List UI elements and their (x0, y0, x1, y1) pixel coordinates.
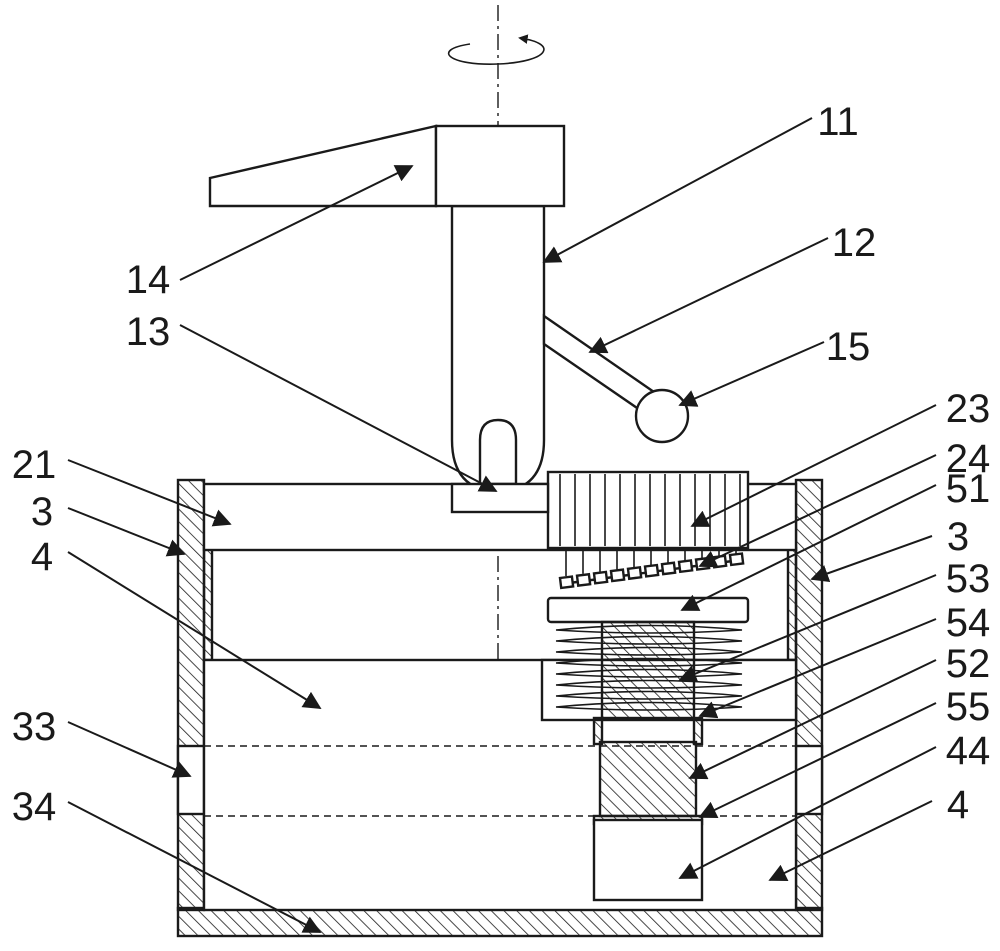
part-label: 54 (946, 601, 991, 645)
part-label: 13 (126, 310, 171, 354)
leader-line (68, 508, 184, 554)
part-label: 15 (826, 325, 871, 369)
part-label: 11 (817, 100, 859, 144)
rack-tooth (611, 570, 624, 581)
rack-tooth (730, 554, 743, 565)
part-label: 52 (946, 642, 991, 686)
part-label: 44 (946, 729, 991, 773)
rack-tooth (645, 565, 658, 576)
rack-tooth (662, 563, 675, 574)
leader-line (68, 722, 190, 776)
left-wall (178, 480, 204, 910)
bottom-plate-34 (178, 908, 822, 936)
part-label: 23 (946, 387, 991, 431)
right-inner-step (788, 548, 796, 660)
rod-54 (602, 622, 694, 718)
block-44 (594, 820, 702, 900)
rack-tooth (679, 560, 692, 571)
leader-line (680, 342, 824, 405)
part-label: 33 (12, 705, 57, 749)
leader-line (812, 536, 932, 579)
leader-line (180, 325, 496, 491)
right-wall (796, 480, 822, 910)
hook-base (452, 484, 548, 512)
rack-tooth (594, 572, 607, 583)
ball-15 (636, 390, 688, 442)
head-block (436, 126, 564, 206)
part-label: 4 (947, 783, 969, 827)
part-label: 51 (946, 467, 991, 511)
hook-13 (480, 420, 516, 484)
rotation-arrow-icon (449, 38, 544, 64)
right-opening (796, 746, 822, 814)
part-label: 53 (946, 557, 991, 601)
part-label: 21 (12, 443, 57, 487)
rod-collar-right (694, 718, 702, 744)
leader-line (544, 118, 812, 262)
plate-51 (548, 598, 748, 622)
rod-collar-left (594, 718, 602, 744)
rack-tooth (560, 577, 573, 588)
rack-tooth (577, 574, 590, 585)
part-label: 12 (832, 221, 877, 265)
part-label: 3 (31, 490, 53, 534)
rack-tooth (628, 567, 641, 578)
arm-14 (210, 126, 436, 206)
left-opening-33 (178, 746, 204, 814)
leader-line (590, 238, 828, 352)
part-label: 55 (946, 685, 991, 729)
gear-23 (548, 472, 748, 548)
part-label: 14 (126, 258, 171, 302)
part-label: 4 (31, 535, 53, 579)
rod-52 (600, 742, 696, 816)
left-inner-step (204, 548, 212, 660)
part-label: 34 (12, 785, 57, 829)
part-label: 3 (947, 515, 969, 559)
